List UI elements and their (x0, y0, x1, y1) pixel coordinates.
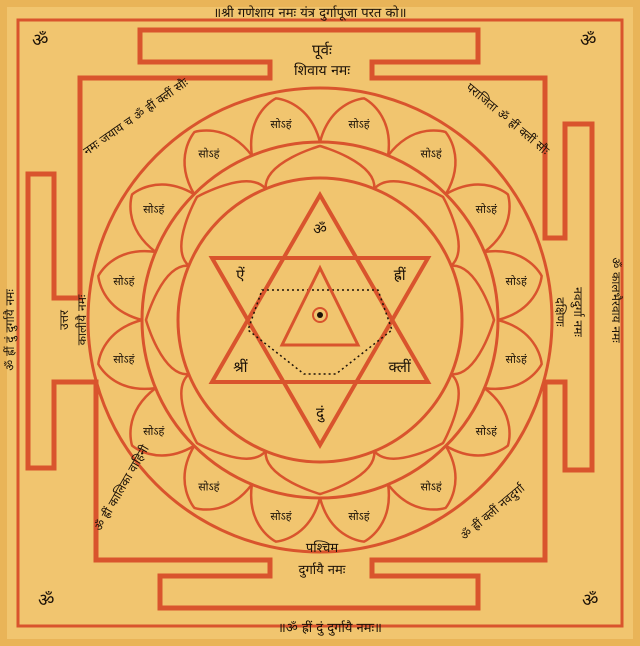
bottom-header-text: ॥ॐ ह्रीं दुं दुर्गायै नमः॥ (278, 620, 382, 636)
lotus-petal (129, 183, 195, 253)
lotus-petal (373, 180, 460, 267)
petal-syllable: सोऽहं (348, 118, 369, 131)
outer-frame (16, 18, 624, 628)
bindu (317, 312, 323, 318)
petal-syllable: सोऽहं (506, 275, 527, 288)
lotus-petal (144, 264, 189, 376)
east-label: पूर्वः (312, 41, 333, 60)
petal-syllable: सोऽहं (476, 425, 497, 438)
lotus-petal (264, 451, 376, 496)
lotus-petal (180, 180, 267, 267)
outer-circle (86, 86, 554, 554)
lotus-petal (387, 129, 457, 195)
corner-om-bottom-right: ॐ (582, 590, 598, 611)
north-label: उत्तर (57, 309, 71, 330)
lotus-petal (484, 318, 543, 391)
south-deity: नवदुर्गा नमः (570, 287, 585, 337)
lotus-petal (387, 445, 457, 511)
lotus-petal (249, 484, 322, 543)
petal-syllables: सोऽहं सोऽहं सोऽहं सोऽहं सोऽहं सोऽहं सोऽहं सोऽहं… (113, 118, 527, 523)
petal-syllable: सोऽहं (270, 118, 291, 131)
lotus-petal (183, 445, 253, 511)
corner-om-top-left: ॐ (32, 30, 48, 51)
top-header-text: ॥श्री गणेशाय नमः यंत्र दुर्गापूजा परत को… (213, 5, 406, 21)
star-point-syllable: ह्रीं (394, 266, 407, 284)
hexagram-syllables: ॐ ह्रीं क्लीं दुं श्रीं ऐं (233, 220, 412, 423)
star-point-syllable: क्लीं (389, 358, 412, 376)
south-label: दक्षिणः (553, 297, 567, 327)
lotus-petal (180, 373, 267, 460)
petal-syllable: सोऽहं (348, 510, 369, 523)
star-point-syllable: दुं (316, 404, 325, 423)
bhupura-enclosure (25, 27, 595, 611)
outer-lotus-petals (97, 97, 543, 543)
star-point-syllable: श्रीं (233, 358, 249, 376)
petal-syllable: सोऽहं (420, 480, 441, 493)
lotus-petal (445, 183, 511, 253)
star-point-syllable: ऐं (236, 266, 245, 284)
petal-syllable: सोऽहं (143, 425, 164, 438)
inner-lotus-petals (144, 144, 496, 496)
petal-syllable: सोऽहं (270, 510, 291, 523)
corner-om-top-right: ॐ (580, 30, 596, 51)
lotus-petal (451, 264, 496, 376)
lotus-petal (445, 387, 511, 457)
petal-syllable: सोऽहं (113, 275, 134, 288)
downward-triangle (208, 256, 432, 449)
east-deity: शिवाय नमः (294, 62, 351, 79)
lotus-petal (373, 373, 460, 460)
lotus-petal (264, 144, 376, 189)
star-point-syllable: ॐ (313, 220, 327, 238)
petal-syllable: सोऽहं (143, 203, 164, 216)
petal-syllable: सोऽहं (113, 353, 134, 366)
north-deity: कालीयै नमः (75, 294, 89, 345)
lotus-petal (97, 318, 156, 391)
south-gate-deity: दुर्गायै नमः (299, 562, 346, 578)
upward-triangle (208, 191, 432, 384)
inner-dotted-hexagon (247, 289, 393, 375)
south-gate-text: पश्चिम (306, 540, 339, 556)
petal-syllable: सोऽहं (476, 203, 497, 216)
right-side-text: ॐ कालभैरवाय नमः (609, 257, 623, 343)
lotus-petal (249, 97, 322, 156)
central-triangle (279, 264, 361, 347)
left-side-text: ॐ ह्रीं दुं दुर्गायै नमः (3, 289, 18, 371)
petal-syllable: सोऽहं (506, 353, 527, 366)
lotus-petal (183, 129, 253, 195)
lotus-petal (484, 249, 543, 322)
petal-syllable: सोऽहं (198, 148, 219, 161)
corner-om-bottom-left: ॐ (38, 590, 54, 611)
lotus-petal (97, 249, 156, 322)
petal-syllable: सोऽहं (420, 148, 441, 161)
inner-circle (176, 176, 464, 464)
lotus-petal (318, 484, 391, 543)
lotus-petal (318, 97, 391, 156)
lotus-petal (129, 387, 195, 457)
petal-syllable: सोऽहं (198, 480, 219, 493)
bindu-outer (312, 307, 328, 323)
